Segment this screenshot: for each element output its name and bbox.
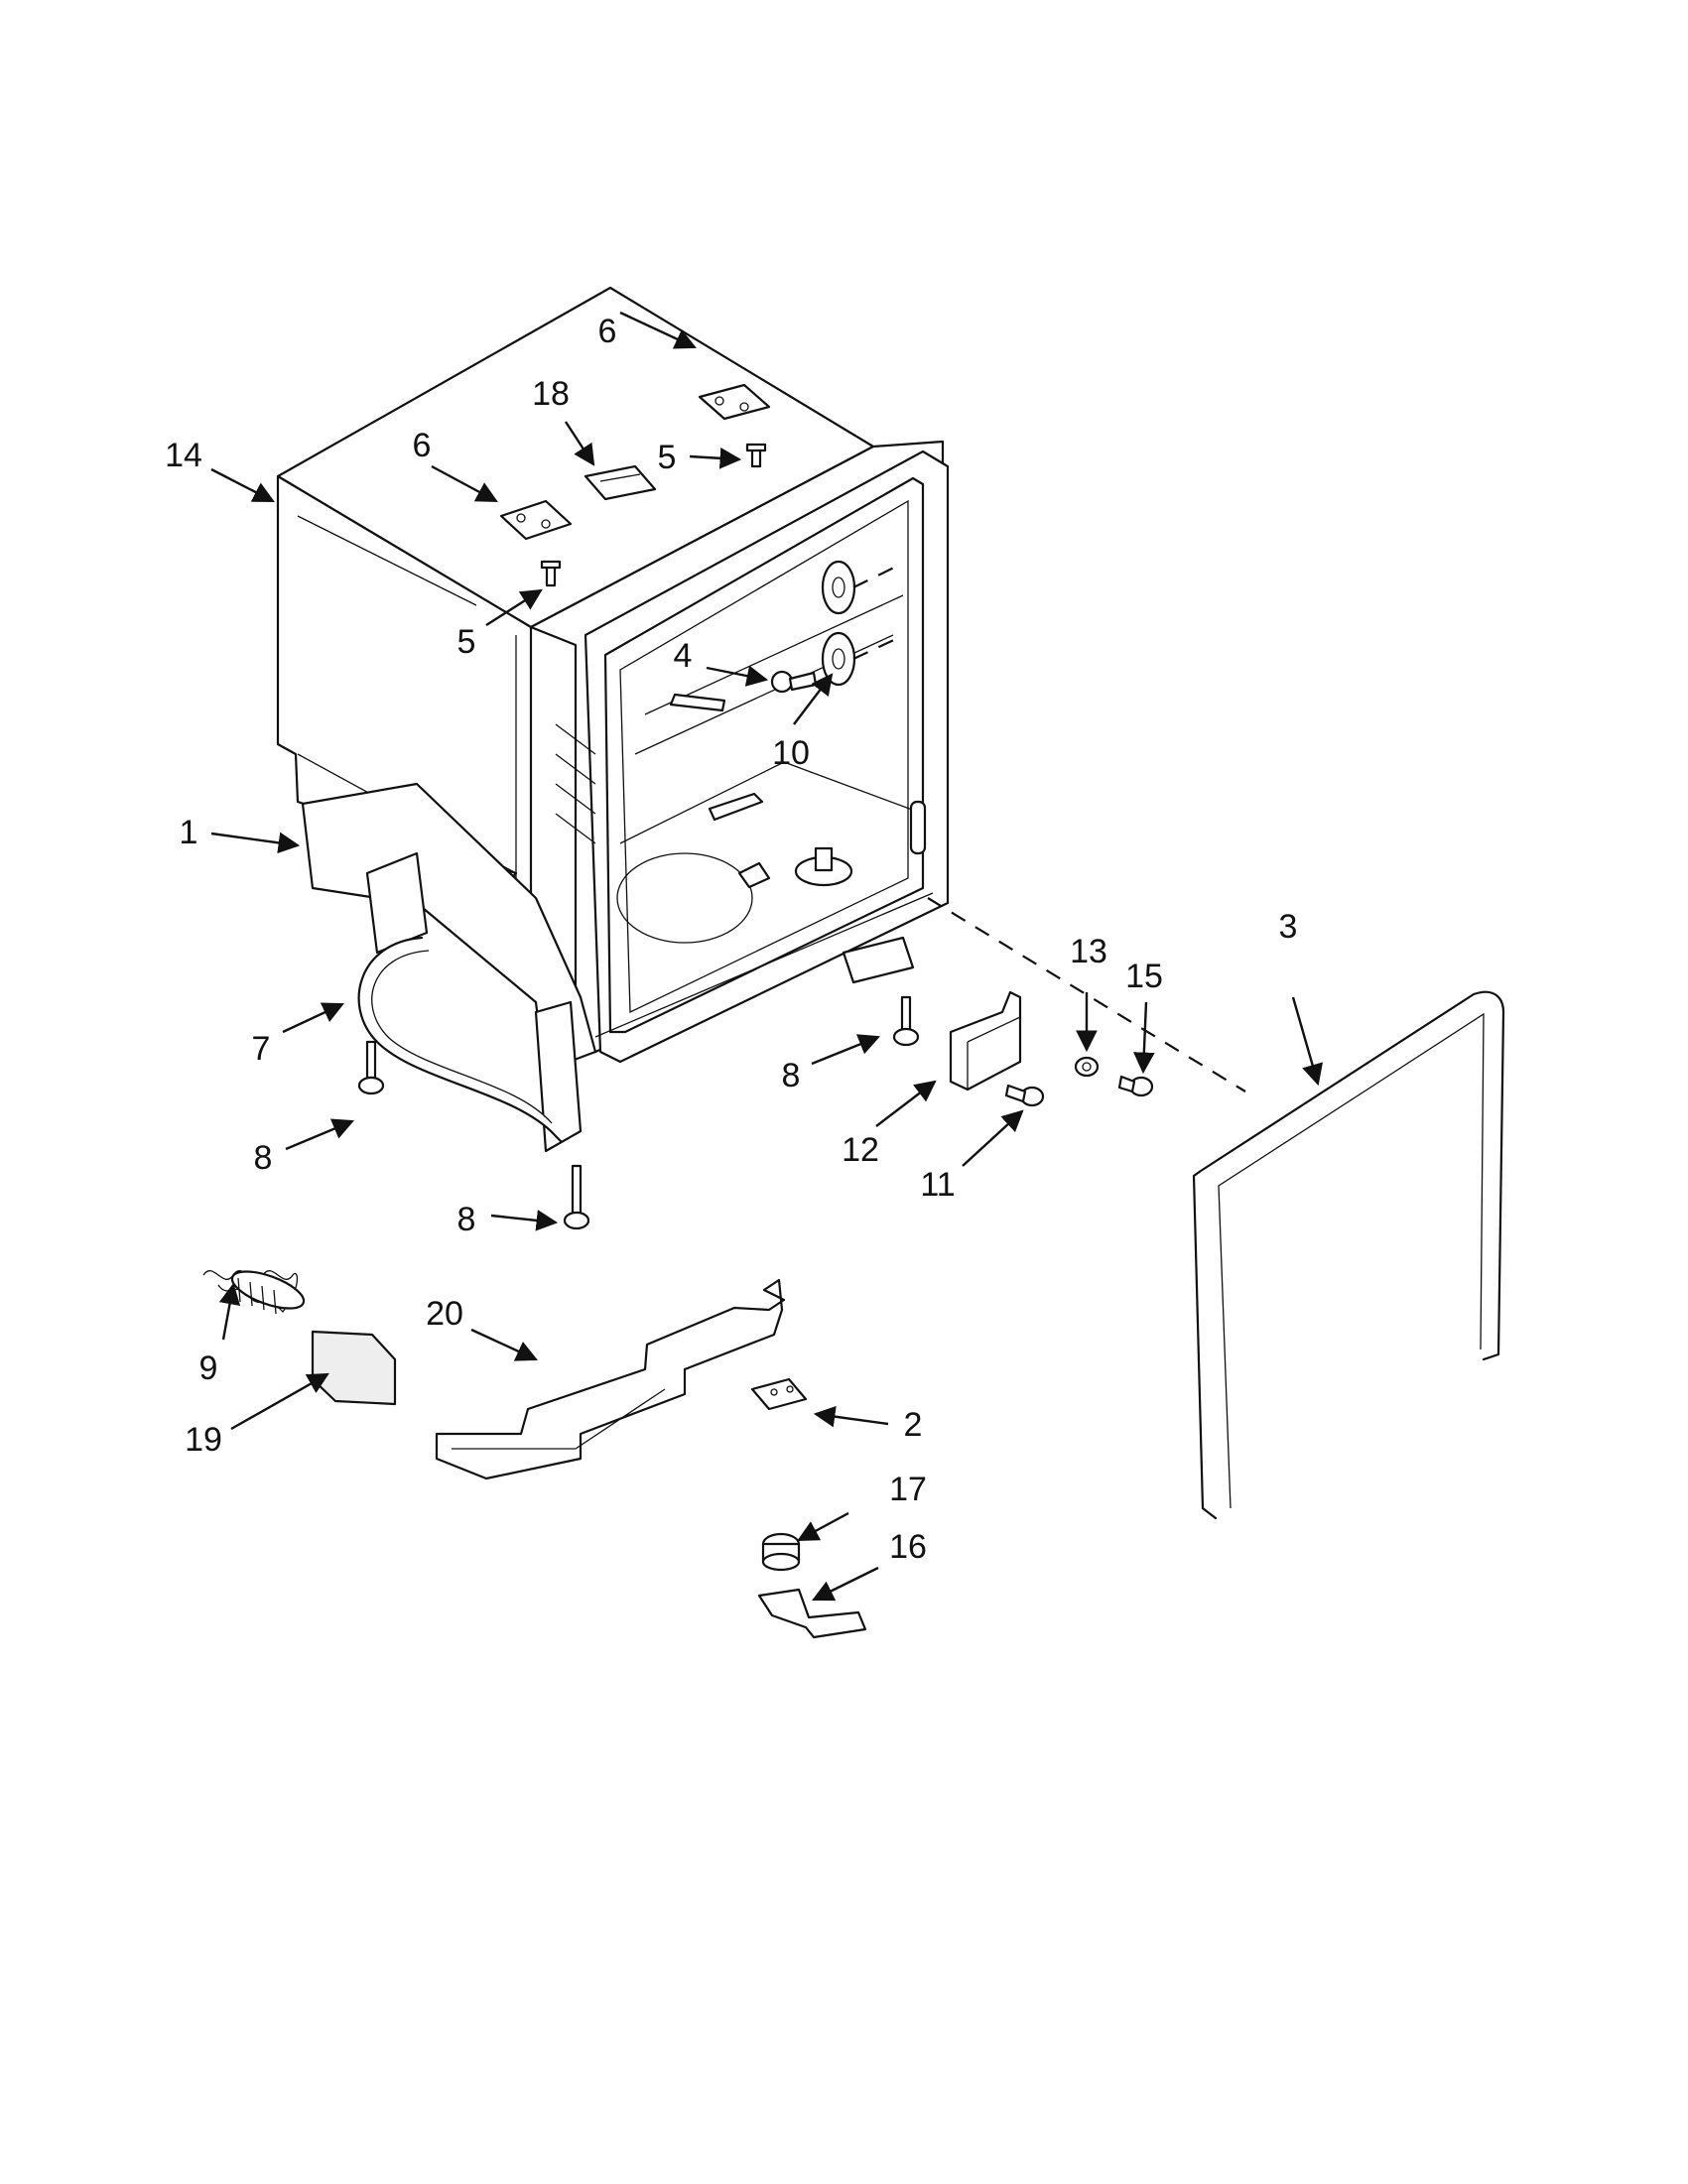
callout-leaders (210, 311, 1324, 1602)
screw-left (540, 560, 562, 587)
callout-10: 10 (772, 734, 810, 772)
callout-labels: 14 6 6 18 5 5 4 10 1 7 8 8 8 12 11 13 15… (165, 313, 1297, 1566)
trim-piece (311, 1330, 397, 1406)
mounting-bracket (949, 990, 1022, 1092)
callout-7: 7 (252, 1030, 271, 1068)
callout-5a: 5 (658, 439, 677, 476)
callout-12: 12 (842, 1131, 879, 1169)
callout-11: 11 (920, 1166, 955, 1204)
thermostat-bracket (757, 1588, 867, 1639)
bracket-screw (1004, 1084, 1045, 1107)
mounting-axis (927, 897, 1246, 1092)
callout-17: 17 (889, 1471, 927, 1508)
callout-1: 1 (180, 814, 198, 851)
callout-16: 16 (889, 1528, 927, 1566)
spring (202, 1270, 306, 1315)
screw-right (745, 443, 767, 468)
callout-8a: 8 (254, 1139, 273, 1177)
callout-13: 13 (1070, 933, 1107, 970)
callout-4: 4 (674, 637, 693, 675)
callout-5b: 5 (457, 623, 476, 661)
rack-bracket-assembly (821, 560, 856, 687)
callout-14: 14 (165, 437, 202, 474)
clip (750, 1377, 808, 1411)
callout-18: 18 (532, 375, 570, 413)
callout-20: 20 (426, 1295, 463, 1333)
thermostat (761, 1532, 801, 1572)
insulation-clip (584, 464, 657, 501)
rack-mount-guide (852, 565, 899, 660)
nut (1074, 1056, 1100, 1078)
callout-3: 3 (1279, 908, 1298, 946)
callout-19: 19 (185, 1421, 222, 1459)
callout-15: 15 (1125, 958, 1163, 995)
tub-assembly (276, 286, 950, 1153)
leveling-leg-front (563, 1164, 590, 1230)
callout-6b: 6 (598, 313, 617, 350)
callout-9: 9 (199, 1349, 218, 1387)
drain-hose (357, 936, 563, 1143)
leveling-leg-left (357, 1040, 385, 1095)
leveling-leg-rear (892, 995, 920, 1047)
mounting-screw (1117, 1075, 1154, 1097)
hinge-bracket-left (499, 499, 573, 541)
callout-6a: 6 (413, 427, 432, 464)
hinge-bracket-right (698, 383, 771, 421)
rack-bracket-screw (770, 670, 818, 694)
callout-8b: 8 (457, 1201, 476, 1238)
callout-2: 2 (904, 1406, 923, 1444)
callout-8c: 8 (782, 1057, 801, 1094)
door-gasket (1192, 990, 1505, 1520)
shield (435, 1278, 786, 1480)
